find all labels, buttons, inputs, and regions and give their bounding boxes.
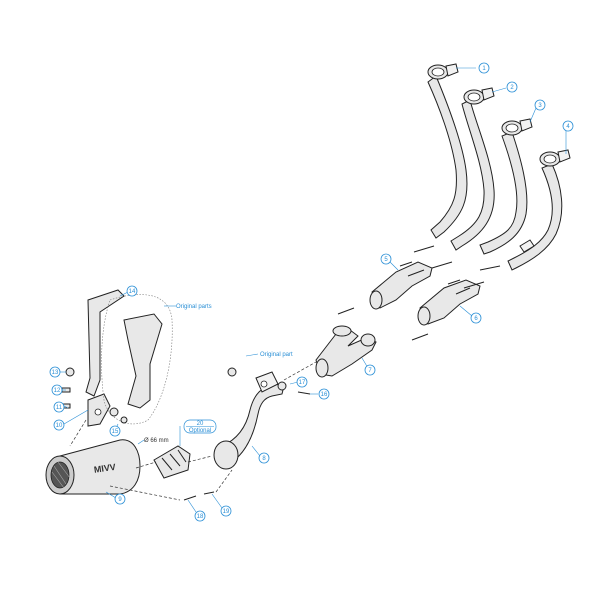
svg-text:18: 18 [197,514,204,520]
link-pipe-8 [213,371,285,470]
callout-5: 5 [380,253,392,265]
callout-15: 15 [109,425,121,437]
original-part-label: Original part [260,352,293,358]
svg-text:7: 7 [368,368,372,374]
diameter-label: Ø 66 mm [144,438,169,444]
callout-3: 3 [534,99,546,111]
svg-text:9: 9 [118,497,122,503]
optional-label-group: 20 Optional [183,419,217,434]
callout-16: 16 [318,388,330,400]
callout-13: 13 [49,366,61,378]
svg-text:3: 3 [538,103,542,109]
callout-4: 4 [562,120,574,132]
callout-18: 18 [194,510,206,522]
springs [337,245,501,341]
svg-text:11: 11 [56,405,63,411]
optional-insert-20 [153,445,191,479]
svg-text:4: 4 [566,124,570,130]
header-pipe-3 [479,118,533,255]
svg-text:10: 10 [56,423,63,429]
svg-text:2: 2 [510,85,514,91]
callout-2: 2 [506,81,518,93]
svg-text:5: 5 [384,257,388,263]
original-parts-bracket [101,294,173,425]
callout-19: 19 [220,505,232,517]
callout-12: 12 [51,384,63,396]
assembly-lines [69,361,317,501]
svg-text:14: 14 [129,289,136,295]
collector-5 [369,261,433,310]
hardware-small [61,367,311,501]
svg-text:15: 15 [112,429,119,435]
optional-label: Optional [189,428,211,434]
bracket-14 [85,289,125,397]
callout-8: 8 [258,452,270,464]
callout-11: 11 [53,401,65,413]
y-pipe-7 [315,325,377,378]
bracket-10 [87,393,111,427]
svg-text:13: 13 [52,370,59,376]
svg-text:19: 19 [223,509,230,515]
collector-6 [417,279,481,326]
callout-7: 7 [364,364,376,376]
svg-text:1: 1 [482,66,486,72]
callout-6: 6 [470,312,482,324]
svg-text:6: 6 [474,316,478,322]
svg-text:16: 16 [321,392,328,398]
svg-text:12: 12 [54,388,61,394]
callout-17: 17 [296,376,308,388]
header-pipe-4 [507,149,571,271]
header-pipe-1 [427,63,468,239]
original-parts-label: Original parts [176,304,212,310]
callout-9: 9 [114,493,126,505]
callout-14: 14 [126,285,138,297]
brand-logo: MIVV [93,462,116,475]
callout-20: 20 [197,421,204,427]
svg-text:8: 8 [262,456,266,462]
callout-1: 1 [478,62,490,74]
header-pipe-2 [450,87,495,251]
silencer-9: MIVV [45,439,141,495]
svg-text:17: 17 [299,380,306,386]
callout-10: 10 [53,419,65,431]
